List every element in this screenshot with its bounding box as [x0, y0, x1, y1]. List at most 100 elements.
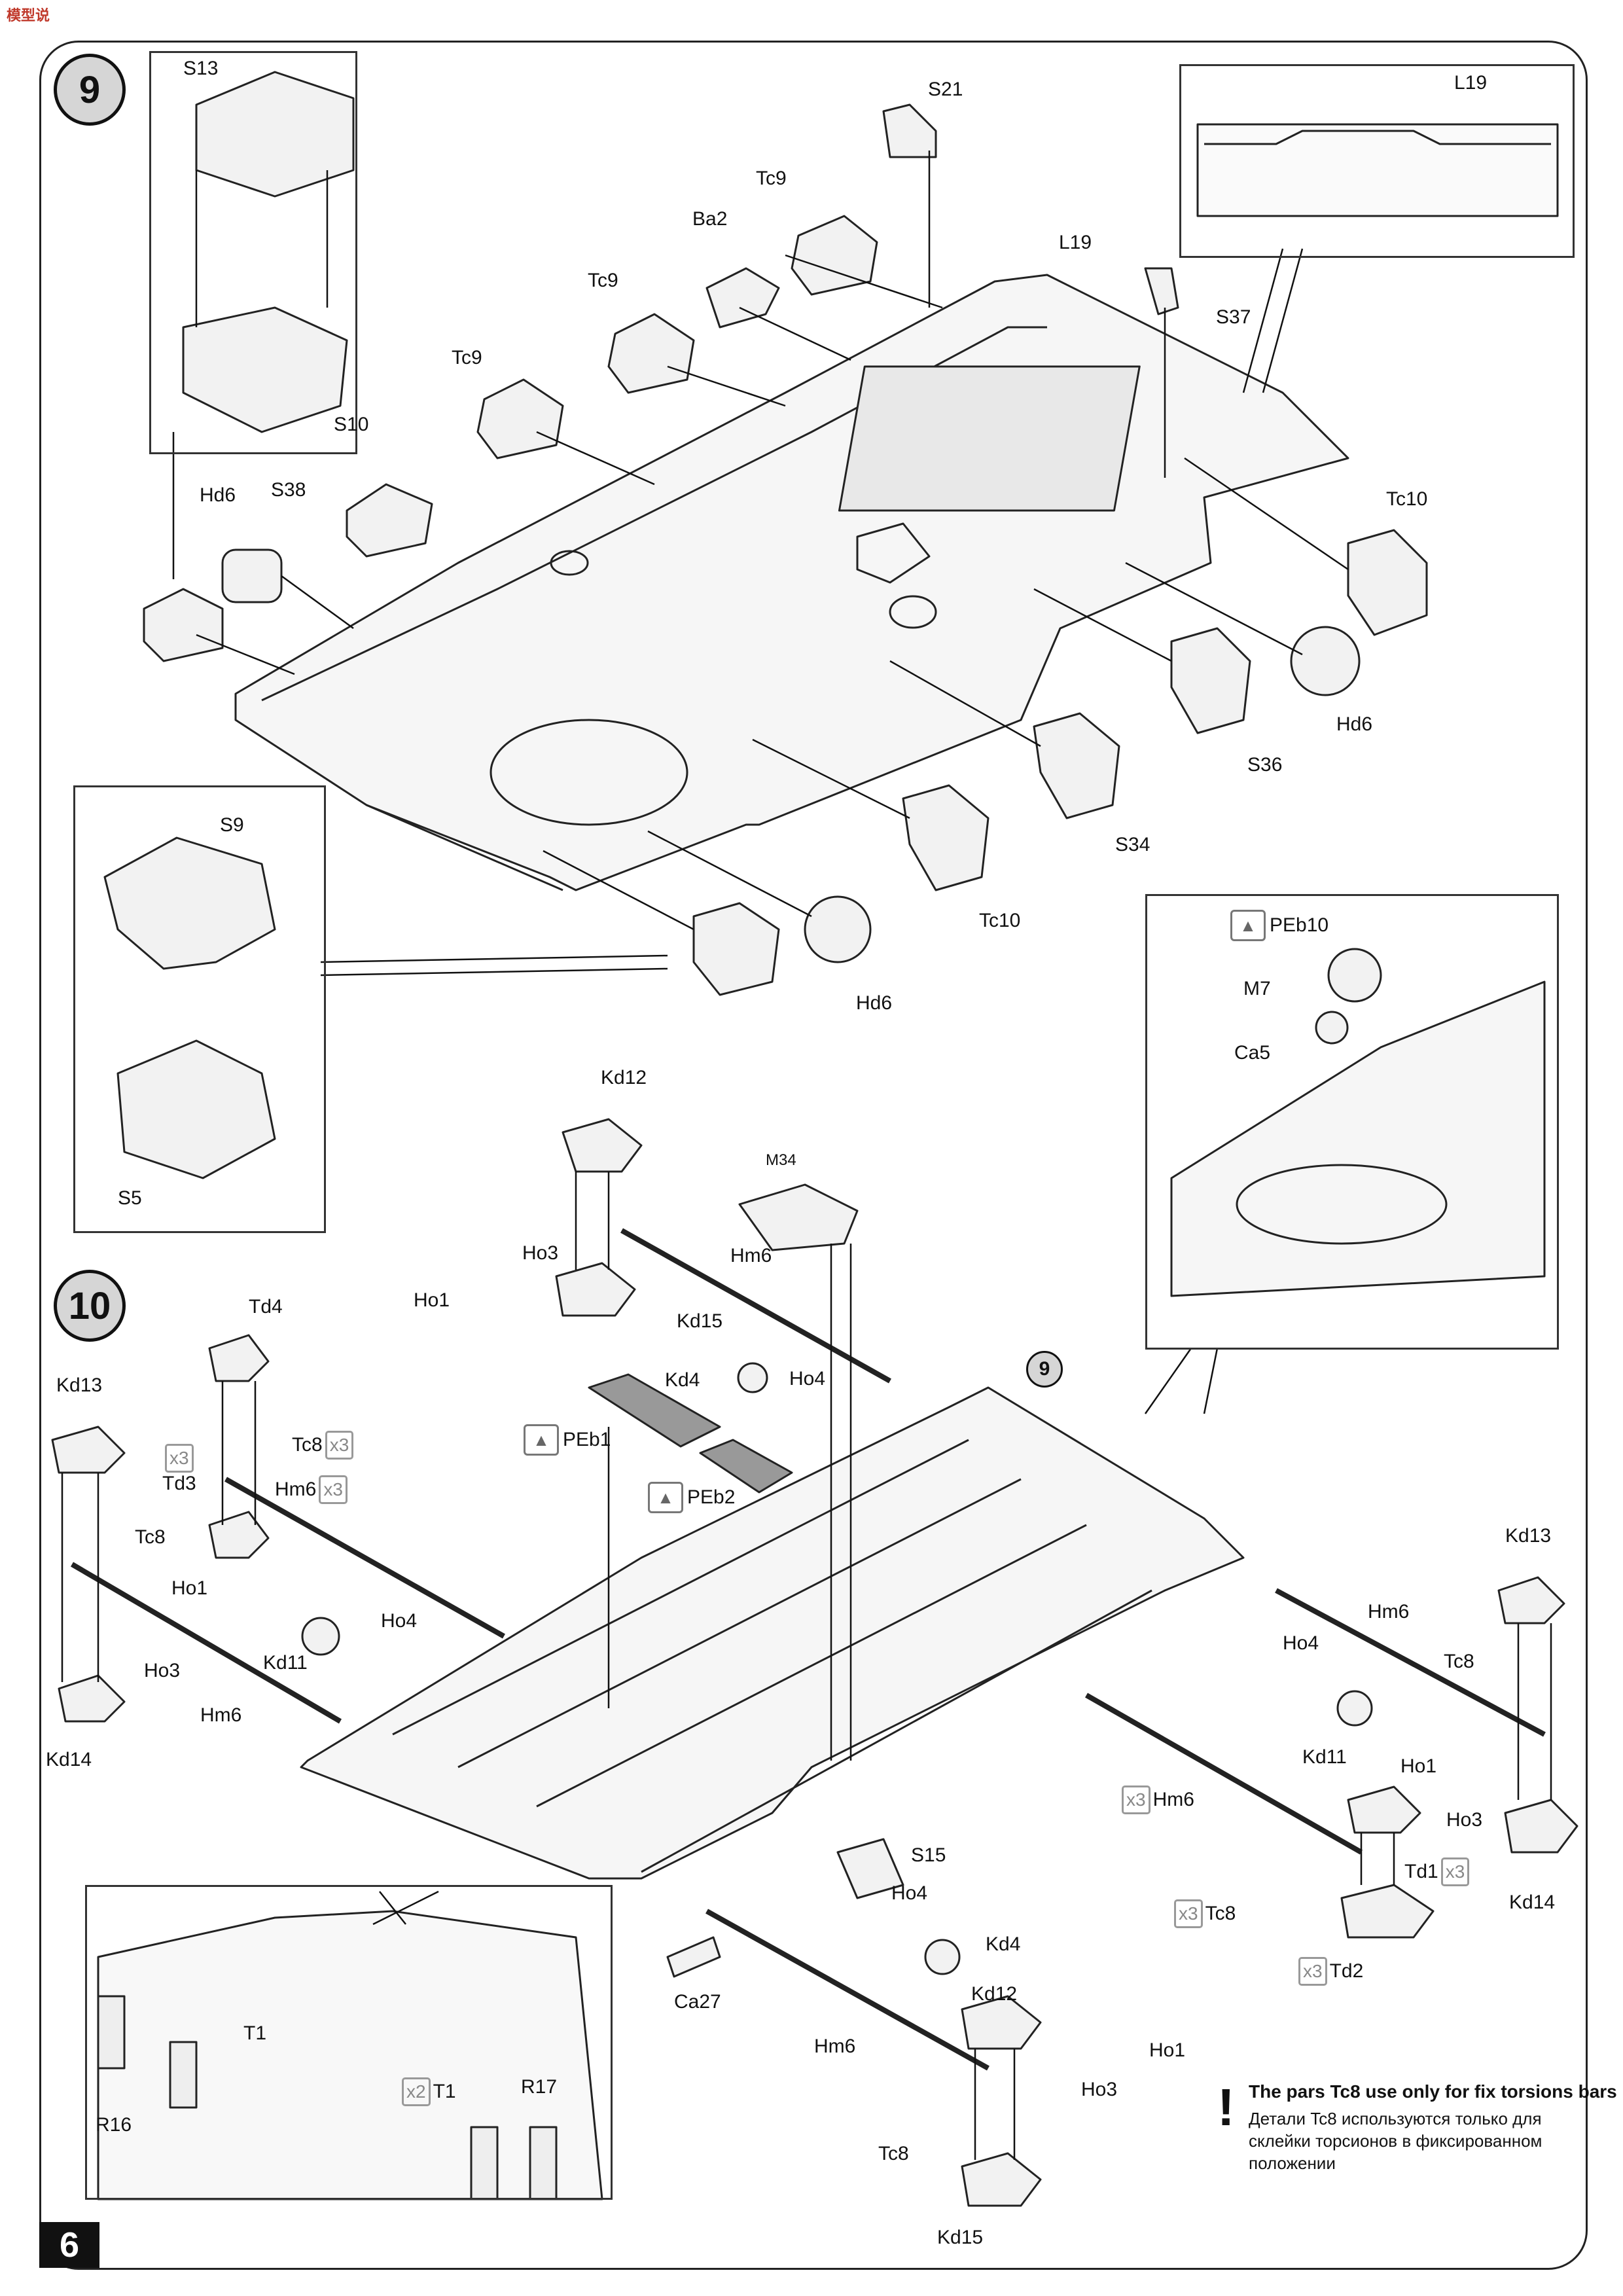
inset-s13-s10	[149, 51, 357, 454]
label-ho4-c: Ho4	[1283, 1632, 1319, 1654]
part-kd15-b	[961, 2152, 1042, 2207]
part-s9	[103, 836, 276, 970]
qty-x3-tag: x3	[1298, 1957, 1327, 1986]
part-tc9-b	[607, 313, 695, 394]
part-tc9-a	[791, 215, 878, 296]
page-frame	[39, 41, 1588, 2270]
label-tc8-e: Tc8	[878, 2143, 909, 2164]
label-hd6-b: Hd6	[1336, 713, 1373, 735]
label-td1-text: Td1	[1404, 1861, 1438, 1882]
photo-etch-icon: ▲	[524, 1424, 559, 1456]
label-hd6-a: Hd6	[200, 484, 236, 506]
label-ho1-c: Ho1	[1400, 1755, 1437, 1777]
hull-floor-plate	[234, 274, 1349, 891]
label-kd12-a: Kd12	[601, 1067, 647, 1088]
pe-strip-1	[588, 1373, 721, 1448]
part-ba2	[705, 267, 780, 329]
qty-x3-tag: x3	[1440, 1857, 1470, 1886]
qty-x3-tag: x3	[319, 1475, 348, 1504]
floor-hatch	[490, 719, 688, 826]
label-td3: x3 Td3	[162, 1444, 196, 1495]
part-tc10-a	[1347, 529, 1428, 636]
torsion-bar-3	[70, 1562, 342, 1724]
part-m34	[738, 1183, 859, 1251]
label-td2-text: Td2	[1329, 1960, 1364, 1982]
step-ref-9: 9	[1026, 1351, 1063, 1388]
pe-tag-peb10: ▲ PEb10	[1230, 910, 1329, 941]
label-ho3-a: Ho3	[522, 1242, 559, 1264]
label-tc10-a: Tc10	[1386, 488, 1428, 510]
label-s38: S38	[271, 479, 306, 501]
part-hd6-c	[1290, 626, 1361, 696]
label-s10: S10	[334, 414, 369, 435]
label-kd11-b: Kd11	[1302, 1746, 1347, 1768]
label-kd13-a: Kd13	[56, 1374, 103, 1396]
label-tc8-b: Tc8	[135, 1526, 166, 1548]
inset-detail-pe	[1145, 894, 1559, 1350]
part-tc10-b	[902, 784, 990, 891]
label-ho3-b: Ho3	[144, 1660, 181, 1681]
exclamation-icon: !	[1217, 2078, 1235, 2136]
label-s21: S21	[928, 79, 963, 100]
label-tc8-a-text: Tc8	[292, 1434, 323, 1456]
label-ho4-b: Ho4	[381, 1610, 418, 1632]
label-peb1: PEb1	[563, 1429, 611, 1450]
torsion-bar-4	[1275, 1588, 1546, 1737]
label-tc9-a: Tc9	[756, 168, 787, 189]
torsion-bar-1	[620, 1228, 891, 1384]
pe-tag-peb2: ▲ PEb2	[648, 1482, 735, 1513]
part-s36	[1170, 627, 1251, 734]
label-r17: R17	[521, 2076, 558, 2098]
label-ho3-d: Ho3	[1081, 2079, 1118, 2100]
part-s21	[882, 103, 937, 158]
part-hd6-b	[143, 588, 224, 662]
note-english: The pars Tc8 use only for fix torsions b…	[1249, 2081, 1617, 2102]
label-ho1-a: Ho1	[414, 1289, 450, 1311]
pe-strip-2	[699, 1439, 793, 1494]
step-number-10: 10	[54, 1270, 126, 1342]
label-hm6-d: Hm6	[1368, 1601, 1410, 1623]
part-s34	[1033, 712, 1120, 819]
part-td1	[1347, 1785, 1421, 1834]
photo-etch-icon: ▲	[648, 1482, 683, 1513]
part-kd4-b	[924, 1939, 961, 1975]
part-hd6-a	[221, 548, 283, 603]
label-hm6-e-text: Hm6	[1152, 1789, 1194, 1810]
label-tc8-c: Tc8	[1444, 1651, 1474, 1672]
page-number: 6	[39, 2222, 99, 2268]
photo-etch-icon: ▲	[1230, 910, 1266, 941]
part-s10	[182, 306, 348, 433]
label-peb2: PEb2	[687, 1486, 736, 1508]
part-kd12-a	[562, 1118, 643, 1173]
label-s36: S36	[1247, 754, 1283, 776]
qty-x3-tag: x3	[1122, 1785, 1150, 1814]
label-td3-text: Td3	[162, 1473, 196, 1494]
label-kd12-b: Kd12	[971, 1983, 1018, 2005]
label-ca5: Ca5	[1234, 1042, 1271, 1064]
part-s5	[116, 1039, 276, 1179]
label-t1-b-text: T1	[433, 2081, 456, 2102]
label-ho4-a: Ho4	[789, 1368, 826, 1390]
label-hm6-c: Hm6	[200, 1704, 242, 1726]
label-l19: L19	[1059, 232, 1092, 253]
label-kd15-a: Kd15	[677, 1310, 723, 1332]
part-kd11-a	[301, 1617, 340, 1656]
inset-l19	[1179, 64, 1575, 258]
part-kd15-a	[555, 1262, 636, 1317]
label-tc8-d-text: Tc8	[1205, 1903, 1236, 1924]
label-peb10: PEb10	[1270, 914, 1329, 936]
part-td3	[208, 1511, 270, 1559]
label-kd4-b: Kd4	[986, 1933, 1021, 1955]
chassis-frame	[300, 1386, 1245, 1880]
part-td4	[208, 1334, 270, 1382]
part-td2	[1340, 1884, 1435, 1939]
label-m34: M34	[766, 1151, 796, 1169]
inset-s9-s5	[73, 785, 326, 1233]
label-t1-a: T1	[243, 2022, 267, 2044]
part-s37	[1144, 267, 1179, 315]
label-kd14-a: Kd14	[46, 1749, 92, 1770]
